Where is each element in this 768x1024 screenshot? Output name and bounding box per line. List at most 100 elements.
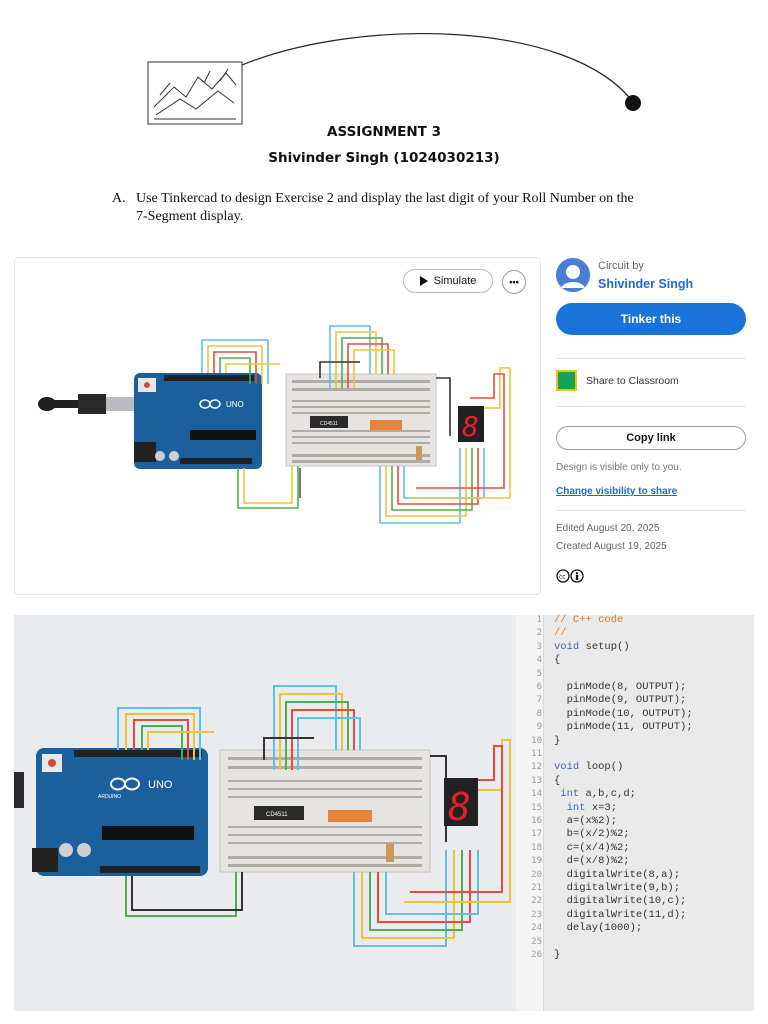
chip-label: CD4511 xyxy=(320,421,338,427)
cd4511-chip xyxy=(310,416,348,428)
google-classroom-icon[interactable] xyxy=(556,370,577,391)
code-token: a,b,c,d; xyxy=(579,788,636,801)
wires-large xyxy=(117,685,511,947)
code-token: b=(x/2)%2; xyxy=(554,828,630,841)
divider xyxy=(556,358,746,359)
arduino-board-large xyxy=(32,748,208,876)
code-line: int a,b,c,d; xyxy=(554,788,636,800)
code-token: digitalWrite(11,d); xyxy=(554,908,687,921)
code-token: { xyxy=(554,654,561,667)
line-number: 10 xyxy=(531,735,542,746)
board-uno-label-large: UNO xyxy=(148,779,173,791)
chip-label-large: CD4511 xyxy=(266,812,288,818)
code-line: digitalWrite(8,a); xyxy=(554,869,680,881)
copy-link-button[interactable]: Copy link xyxy=(556,426,746,450)
arc-dot xyxy=(625,95,641,111)
visibility-note: Design is visible only to you. xyxy=(556,462,682,473)
code-token: void xyxy=(554,761,580,774)
line-number: 20 xyxy=(531,869,542,880)
code-token: digitalWrite(8,a); xyxy=(554,868,681,881)
board-uno-label: UNO xyxy=(226,400,244,409)
question-line-1: Use Tinkercad to design Exercise 2 and d… xyxy=(136,191,634,206)
code-token: } xyxy=(554,949,561,961)
code-line: // C++ code xyxy=(554,614,623,626)
line-number: 1 xyxy=(536,615,542,625)
code-token: delay(1000); xyxy=(554,922,643,935)
code-editor[interactable] xyxy=(516,615,754,1011)
code-token: digitalWrite(9,b); xyxy=(554,882,681,894)
code-token: d=(x/8)%2; xyxy=(554,855,630,868)
code-line: void setup() xyxy=(554,641,630,653)
code-line: digitalWrite(9,b); xyxy=(554,882,680,894)
code-line: void loop() xyxy=(554,761,623,773)
board-arduino-label: ARDUINO xyxy=(98,794,121,800)
resistor-array xyxy=(370,420,402,430)
license-icon: cc xyxy=(556,569,584,583)
tinkercad-circuit-panel xyxy=(14,257,541,595)
code-token: x=3; xyxy=(585,801,618,814)
seven-segment-display-large xyxy=(444,778,478,826)
code-token: loop() xyxy=(579,761,624,774)
created-date: Created August 19, 2025 xyxy=(556,541,667,552)
code-token: digitalWrite(10,c); xyxy=(554,895,687,908)
code-line: pinMode(10, OUTPUT); xyxy=(554,708,693,720)
code-line: pinMode(11, OUTPUT); xyxy=(554,721,693,733)
question-label: A. xyxy=(112,191,126,206)
line-number: 9 xyxy=(536,722,542,733)
header-decoration xyxy=(147,32,641,125)
tinker-this-button[interactable]: Tinker this xyxy=(556,303,746,335)
code-line: b=(x/2)%2; xyxy=(554,828,630,840)
avatar[interactable] xyxy=(556,258,590,292)
code-token: setup() xyxy=(579,640,630,653)
line-number: 11 xyxy=(531,749,542,759)
line-number: 8 xyxy=(536,708,542,719)
circuit-diagram-top: UNO CD4511 8 xyxy=(38,325,511,524)
question-text: A. Use Tinkercad to design Exercise 2 and… xyxy=(112,190,702,226)
line-number: 17 xyxy=(531,829,542,840)
question-line-2: 7-Segment display. xyxy=(136,209,244,224)
line-number: 21 xyxy=(531,883,542,893)
line-number-gutter xyxy=(516,615,544,1011)
usb-plug xyxy=(14,772,24,808)
code-token: // C++ code xyxy=(554,614,624,626)
change-visibility-link[interactable]: Change visibility to share xyxy=(556,486,678,497)
line-number: 5 xyxy=(536,668,542,679)
line-number: 22 xyxy=(531,896,542,907)
author-link[interactable]: Shivinder Singh xyxy=(598,277,694,291)
sketch-lines xyxy=(153,68,237,120)
line-number: 15 xyxy=(531,802,542,813)
edited-date: Edited August 20, 2025 xyxy=(556,523,660,534)
code-token: { xyxy=(554,774,561,787)
code-token: // xyxy=(554,627,567,640)
code-line: digitalWrite(10,c); xyxy=(554,895,687,908)
share-to-classroom-link[interactable]: Share to Classroom xyxy=(586,375,679,387)
line-number: 12 xyxy=(531,762,542,773)
play-icon xyxy=(419,276,428,286)
user-icon xyxy=(556,258,590,292)
code-line: } xyxy=(554,735,560,747)
breadboard-holes-large xyxy=(228,757,422,867)
code-token: c=(x/4)%2; xyxy=(554,841,630,854)
divider xyxy=(556,510,746,511)
code-token: int xyxy=(554,788,580,801)
assignment-title: ASSIGNMENT 3 xyxy=(327,124,441,140)
header-arc xyxy=(241,32,634,103)
more-options-button[interactable]: ••• xyxy=(502,270,526,294)
code-token: a=(x%2); xyxy=(554,815,618,827)
more-icon: ••• xyxy=(509,276,519,287)
line-number: 18 xyxy=(531,842,542,853)
simulate-button[interactable]: Simulate xyxy=(403,269,493,293)
divider xyxy=(556,406,746,407)
code-token: void xyxy=(554,640,580,653)
resistor-array-large xyxy=(328,810,372,822)
code-line: // xyxy=(554,627,567,639)
circuit-diagram-bottom: UNO ARDUINO CD4511 8 xyxy=(14,685,511,947)
line-number: 7 xyxy=(536,695,542,706)
breadboard-holes xyxy=(292,380,430,463)
seven-segment-digit-large: 8 xyxy=(448,785,471,829)
line-number: 13 xyxy=(531,775,542,786)
line-number: 4 xyxy=(536,655,542,666)
seven-segment-digit: 8 xyxy=(462,410,479,443)
usb-cable xyxy=(38,394,136,414)
resistor-large xyxy=(386,844,394,862)
